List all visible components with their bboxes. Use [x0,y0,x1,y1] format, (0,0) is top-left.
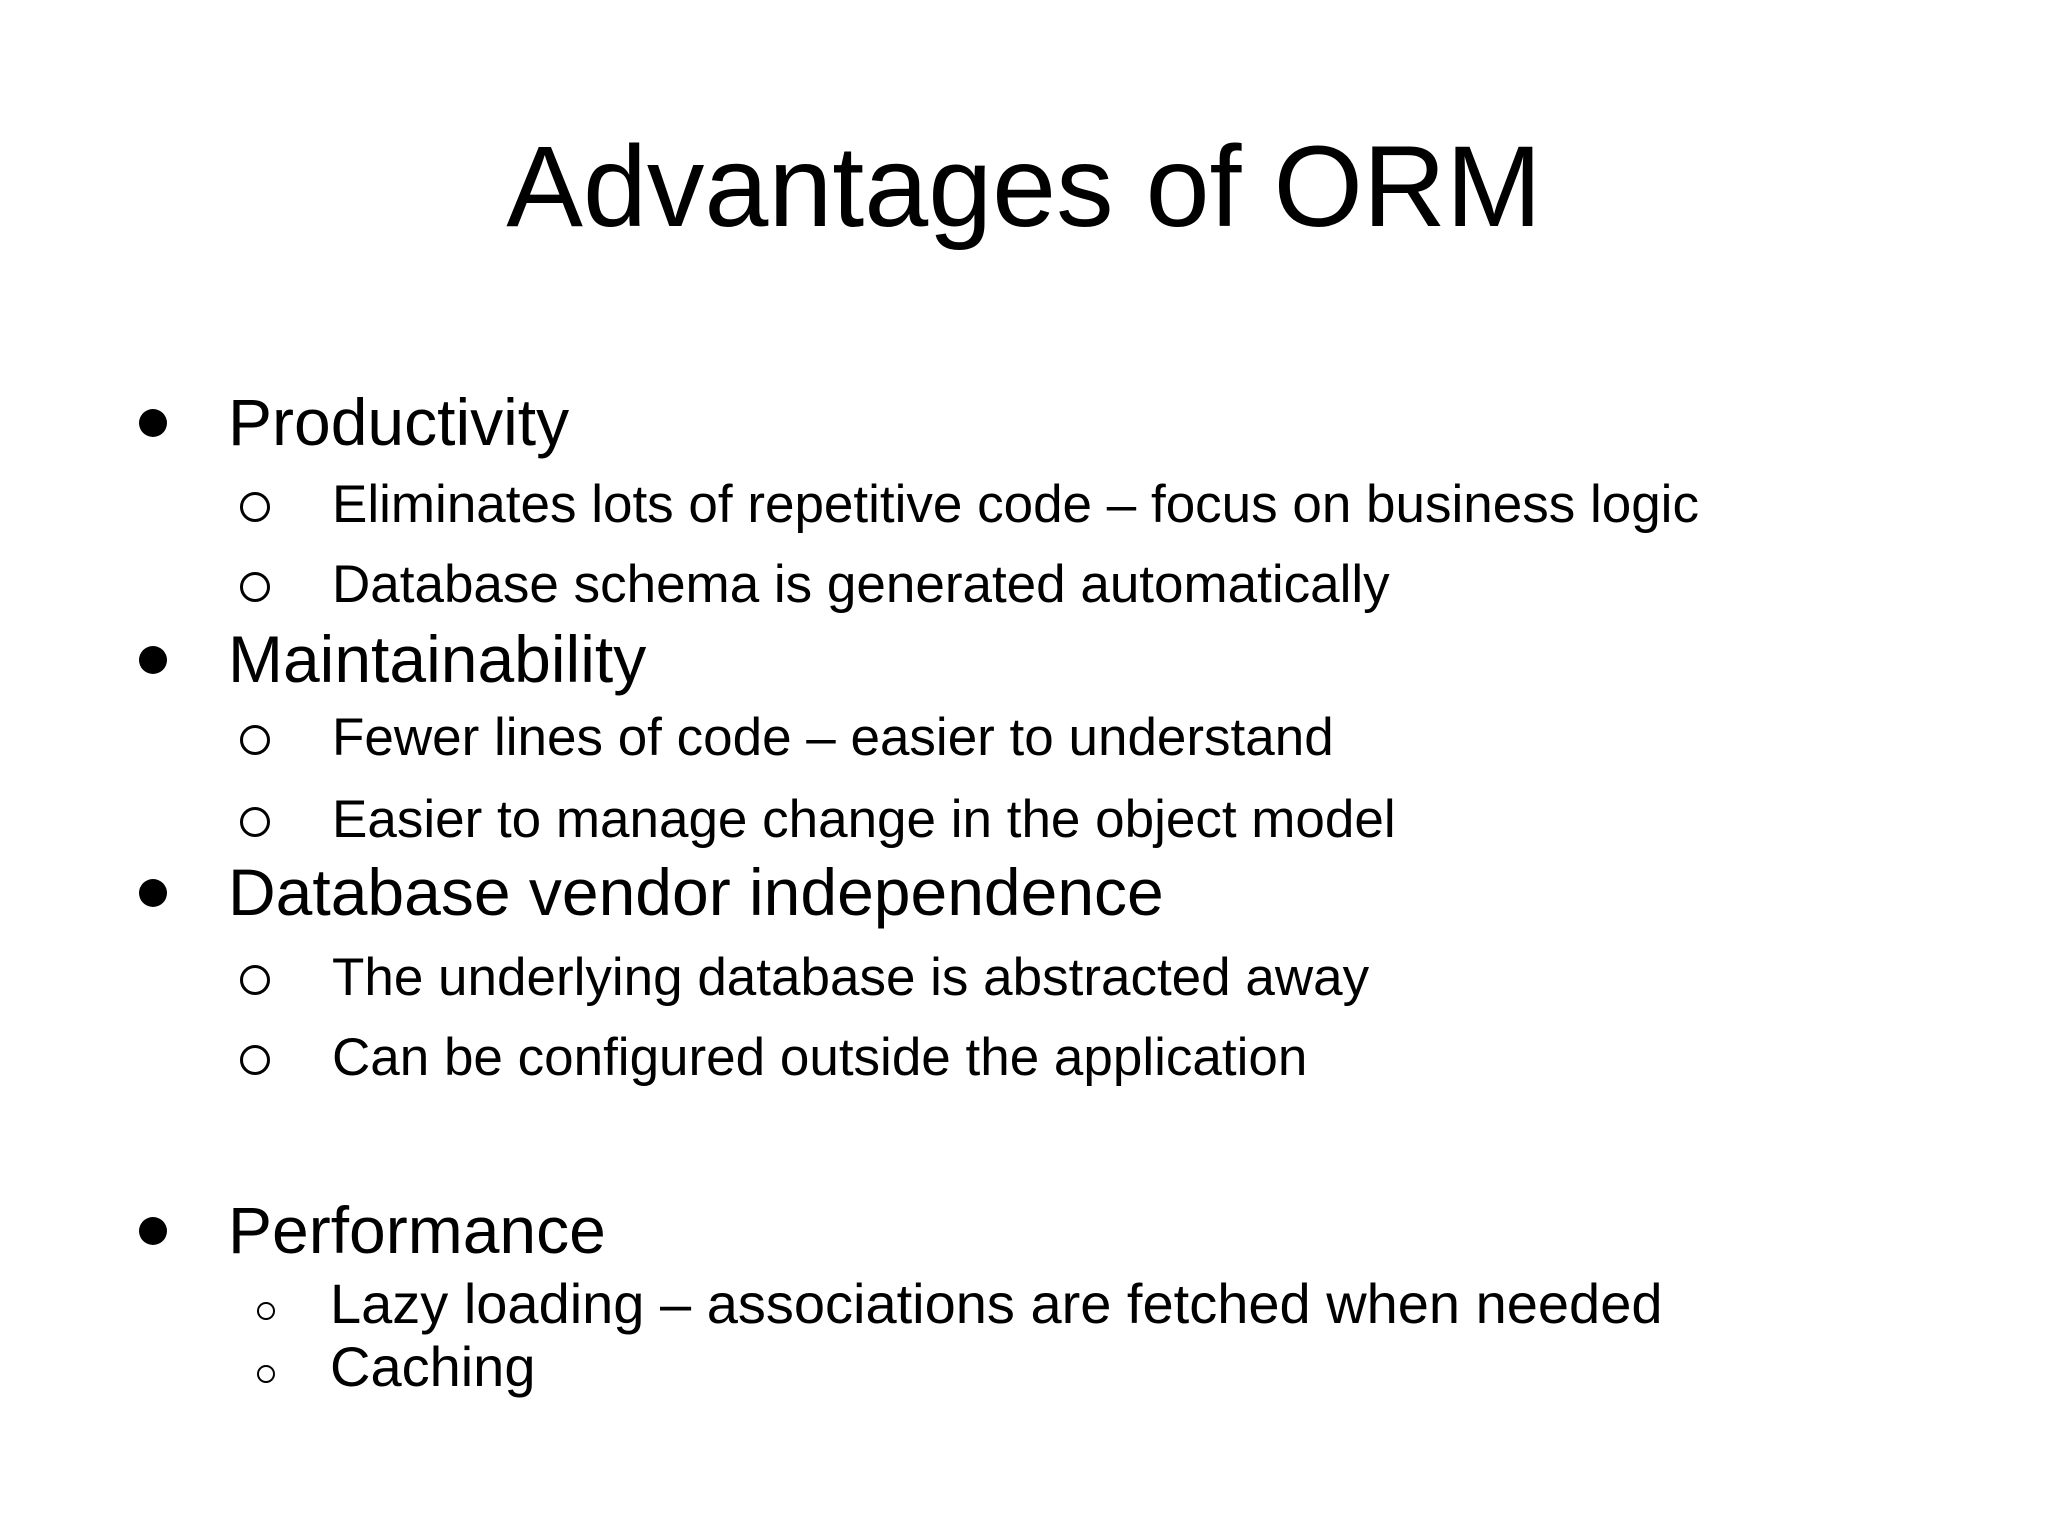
level2-item: Eliminates lots of repetitive code – foc… [0,478,2048,531]
slide-title: Advantages of ORM [506,123,1542,251]
level2-item: Lazy loading – associations are fetched … [0,1276,2048,1332]
disc-bullet-icon [139,646,167,674]
level1-item-maintainability: Maintainability [0,626,2048,692]
circle-bullet-icon [240,492,270,522]
level2-item: Easier to manage change in the object mo… [0,793,2048,846]
level2-label: Can be configured outside the applicatio… [332,1028,1308,1087]
level1-item-productivity: Productivity [0,389,2048,455]
level2-item: Caching [0,1339,2048,1395]
level2-label: Lazy loading – associations are fetched … [330,1272,1663,1335]
level2-label: Caching [330,1335,536,1398]
circle-bullet-icon [240,572,270,602]
level2-label: Database schema is generated automatical… [332,555,1390,614]
level1-label: Maintainability [228,622,647,696]
level1-label: Productivity [228,385,570,459]
circle-bullet-icon [240,1045,270,1075]
level2-label: Fewer lines of code – easier to understa… [332,708,1334,767]
level2-label: Easier to manage change in the object mo… [332,790,1396,849]
circle-bullet-icon [240,807,270,837]
level1-label: Database vendor independence [228,855,1164,929]
level2-item: The underlying database is abstracted aw… [0,951,2048,1004]
level1-label: Performance [228,1193,606,1267]
level2-item: Can be configured outside the applicatio… [0,1031,2048,1084]
disc-bullet-icon [139,879,167,907]
level2-item: Database schema is generated automatical… [0,558,2048,611]
circle-bullet-icon [240,725,270,755]
level1-item-database-vendor-independence: Database vendor independence [0,859,2048,925]
disc-bullet-icon [139,409,167,437]
level2-label: Eliminates lots of repetitive code – foc… [332,475,1699,534]
small-circle-bullet-icon [257,1365,275,1383]
level2-item: Fewer lines of code – easier to understa… [0,711,2048,764]
circle-bullet-icon [240,965,270,995]
level1-item-performance: Performance [0,1197,2048,1263]
small-circle-bullet-icon [257,1302,275,1320]
level2-label: The underlying database is abstracted aw… [332,948,1370,1007]
disc-bullet-icon [139,1217,167,1245]
